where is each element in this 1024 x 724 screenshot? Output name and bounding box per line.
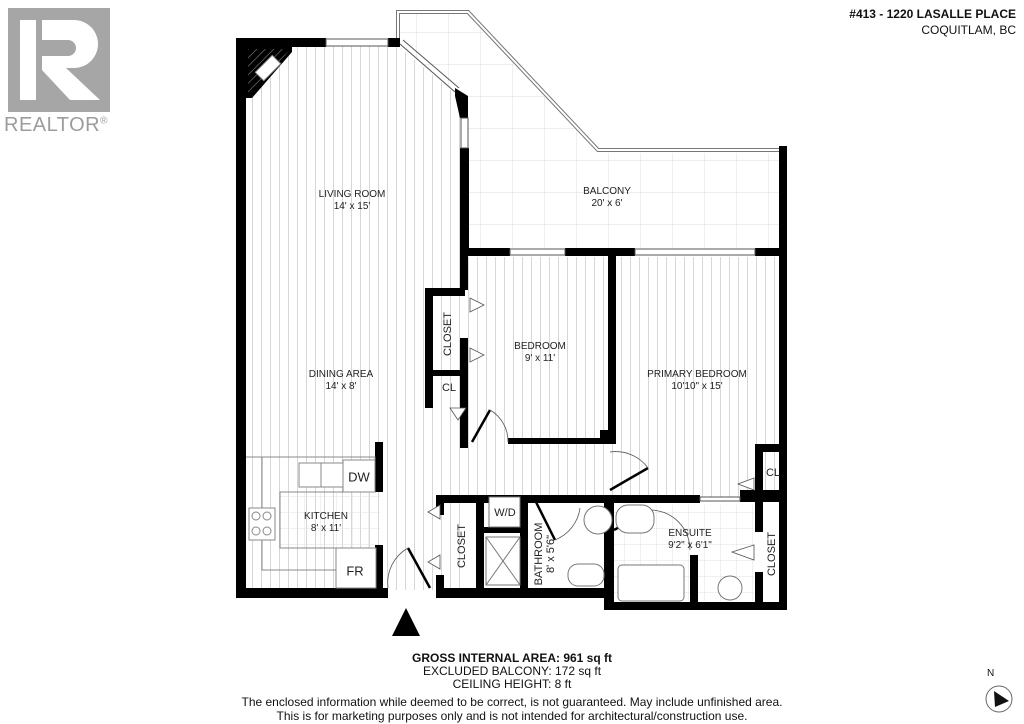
walls <box>236 38 787 610</box>
gross-area: GROSS INTERNAL AREA: 961 sq ft <box>411 651 613 665</box>
ceiling-height: CEILING HEIGHT: 8 ft <box>452 677 572 691</box>
dishwasher-label: DW <box>348 469 370 485</box>
north-compass: N <box>982 668 1022 720</box>
ensuite-closet-label: CLOSET <box>766 531 778 577</box>
primary-cl-label: CL <box>765 467 781 479</box>
north-label: N <box>987 668 995 679</box>
compass-arrow-icon <box>985 685 1013 713</box>
hall-closet-label: CLOSET <box>456 523 468 569</box>
hall-cl-label: CL <box>441 382 457 394</box>
entry-arrow-icon <box>392 608 420 636</box>
washer-dryer-label: W/D <box>494 507 516 519</box>
excluded-balcony: EXCLUDED BALCONY: 172 sq ft <box>422 664 602 678</box>
realtor-r-icon <box>20 20 100 100</box>
disclaimer: The enclosed information while deemed to… <box>241 695 783 723</box>
realtor-logo <box>8 8 110 112</box>
area-summary: GROSS INTERNAL AREA: 961 sq ft EXCLUDED … <box>0 652 1024 691</box>
address-line-2: COQUITLAM, BC <box>921 23 1016 37</box>
fridge-label: FR <box>346 563 364 579</box>
realtor-wordmark: REALTOR® <box>4 114 108 136</box>
property-address: #413 - 1220 LASALLE PLACE COQUITLAM, BC <box>849 6 1016 38</box>
address-line-1: #413 - 1220 LASALLE PLACE <box>849 7 1016 21</box>
floor-fills <box>246 14 785 601</box>
bedroom-closet-label: CLOSET <box>442 311 454 357</box>
